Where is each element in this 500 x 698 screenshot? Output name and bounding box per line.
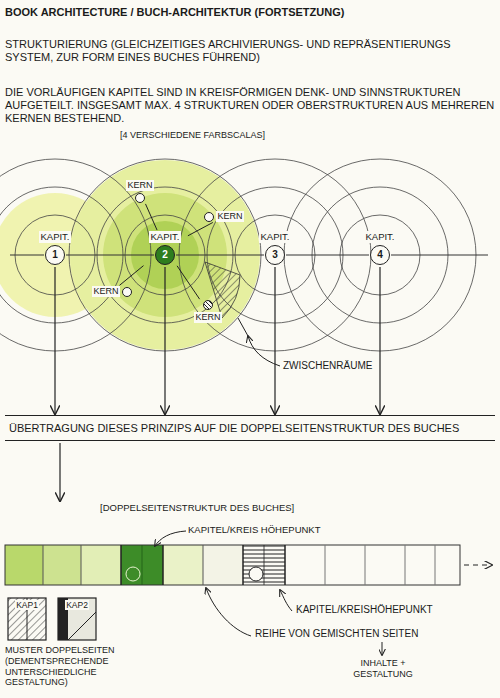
chapter-circle: KAPIT. 2 [143, 231, 187, 265]
chapter-heading: KAPIT. [39, 231, 70, 243]
chapter-circle-mark: 2 [155, 245, 175, 265]
description-text: DIE VORLÄUFIGEN KAPITEL SIND IN KREISFÖR… [5, 86, 495, 126]
chapter-circle: KAPIT. 1 [33, 231, 77, 265]
leader-line [382, 642, 383, 655]
core-label: KERN [216, 211, 243, 222]
page-strip: [DOPPELSEITENSTRUKTUR DES BUCHES] [5, 502, 460, 585]
chapter-number: 2 [162, 250, 168, 260]
double-page-strip [5, 545, 460, 585]
core-node: KERN [122, 180, 158, 203]
principle-box: ÜBERTRAGUNG DIESES PRINZIPS AUF DIE DOPP… [5, 415, 495, 441]
leader-line [155, 531, 186, 546]
leader-line [238, 318, 248, 336]
chapter-circle-mark: 1 [45, 245, 65, 265]
core-spoke [177, 266, 200, 299]
core-circle [135, 193, 145, 203]
leader-line [280, 590, 292, 611]
sample-page: KAP2 [58, 598, 96, 640]
caption-note: MUSTER DOPPELSEITEN (DEMENTSPRECHENDE UN… [5, 645, 133, 688]
sample-label: KAP1 [15, 600, 39, 610]
callout-label: INHALTE + GESTALTUNG [350, 658, 416, 680]
leader-line [206, 588, 251, 636]
chapter-heading: KAPIT. [364, 231, 395, 243]
sample-page: KAP1 [8, 598, 46, 640]
chapter-heading: KAPIT. [149, 231, 180, 243]
sample-label: KAP2 [65, 600, 89, 610]
core-circle [203, 300, 213, 310]
chapter-circle-mark: 3 [265, 245, 285, 265]
chapter-number: 1 [52, 250, 58, 260]
core-label: KERN [92, 286, 119, 297]
chapter-heading: KAPIT. [259, 231, 290, 243]
flow-arrow [379, 267, 380, 414]
flow-arrow [164, 267, 165, 414]
core-circle [204, 212, 214, 222]
callout-label: REIHE VON GEMISCHTEN SEITEN [255, 628, 475, 640]
core-node: KERN [200, 211, 248, 222]
core-label: KERN [194, 312, 221, 323]
flow-arrow [274, 267, 275, 414]
core-node: KERN [190, 300, 226, 323]
callout-label: KAPITEL/KREISHÖHEPUNKT [296, 604, 496, 616]
core-spoke [119, 266, 143, 286]
chapter-number: 3 [272, 250, 278, 260]
chapter-circle: KAPIT. 3 [253, 231, 297, 265]
core-spoke [188, 222, 213, 235]
flow-arrow [54, 267, 55, 414]
chapter-circle-mark: 4 [370, 245, 390, 265]
callout-label: ZWISCHENRÄUME [283, 360, 383, 372]
flow-arrow [59, 443, 60, 501]
page-title: BOOK ARCHITECTURE / BUCH-ARCHITEKTUR (FO… [5, 6, 344, 19]
core-node: KERN [88, 286, 136, 297]
axis-line [10, 255, 488, 256]
sample-page [8, 598, 96, 640]
callout-label: KAPITEL/KREIS HÖHEPUNKT [188, 524, 358, 535]
core-label: KERN [126, 180, 153, 191]
continuation-arrow [464, 564, 492, 565]
bracket-note: [4 VERSCHIEDENE FARBSCALAS] [120, 130, 340, 141]
chapter-circle: KAPIT. 4 [358, 231, 402, 265]
strip-heading: [DOPPELSEITENSTRUKTUR DES BUCHES] [5, 502, 460, 514]
core-circle [122, 287, 132, 297]
subtitle: STRUKTURIERUNG (GLEICHZEITIGES ARCHIVIER… [5, 38, 495, 64]
principle-text: ÜBERTRAGUNG DIESES PRINZIPS AUF DIE DOPP… [9, 421, 491, 435]
core-spoke [145, 204, 157, 230]
chapter-number: 4 [377, 250, 383, 260]
